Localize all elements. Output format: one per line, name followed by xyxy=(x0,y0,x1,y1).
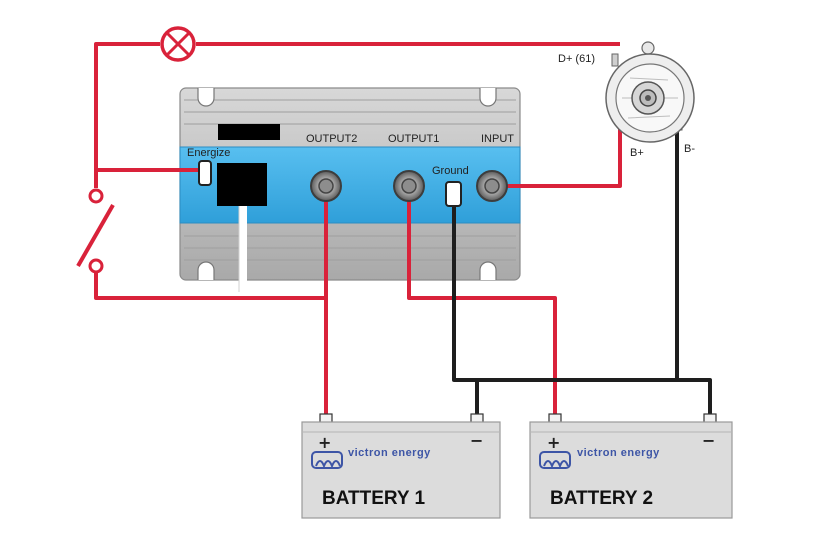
output1-terminal xyxy=(393,170,425,202)
victron-logo-icon xyxy=(539,451,571,469)
battery-2-minus: − xyxy=(702,431,715,450)
d-plus-label: D+ (61) xyxy=(558,53,595,65)
output2-terminal xyxy=(310,170,342,202)
ground-label: Ground xyxy=(432,165,469,177)
redacted-label-top xyxy=(218,124,280,140)
battery-1-title: BATTERY 1 xyxy=(322,488,426,509)
wire-ground xyxy=(452,200,712,414)
ground-terminal xyxy=(445,181,462,207)
battery-1-plus: + xyxy=(318,433,331,452)
battery-2-plus: + xyxy=(547,433,560,452)
warning-lamp-icon xyxy=(160,26,196,62)
output1-label: OUTPUT1 xyxy=(388,133,439,145)
battery-1-brand: victron energy xyxy=(348,447,431,459)
wire-input-alt xyxy=(492,128,622,188)
battery-1-minus: − xyxy=(470,431,483,450)
victron-logo-icon xyxy=(311,451,343,469)
battery-2 xyxy=(529,413,733,519)
battery-2-brand: victron energy xyxy=(577,447,660,459)
b-minus-label: B- xyxy=(684,143,695,155)
alternator xyxy=(605,41,695,143)
wire-lamp-left xyxy=(94,42,160,188)
wire-switch-output xyxy=(94,270,326,300)
battery-2-title: BATTERY 2 xyxy=(550,488,653,509)
input-terminal xyxy=(476,170,508,202)
energize-label: Energize xyxy=(187,147,230,159)
input-label: INPUT xyxy=(481,133,514,145)
output2-label: OUTPUT2 xyxy=(306,133,357,145)
wire-output1-bat2 xyxy=(407,186,557,414)
b-plus-label: B+ xyxy=(630,147,644,159)
battery-1 xyxy=(301,413,501,519)
wiring xyxy=(94,42,712,414)
switch-icon xyxy=(76,188,115,274)
energize-terminal xyxy=(198,160,212,186)
redacted-block xyxy=(217,163,267,206)
